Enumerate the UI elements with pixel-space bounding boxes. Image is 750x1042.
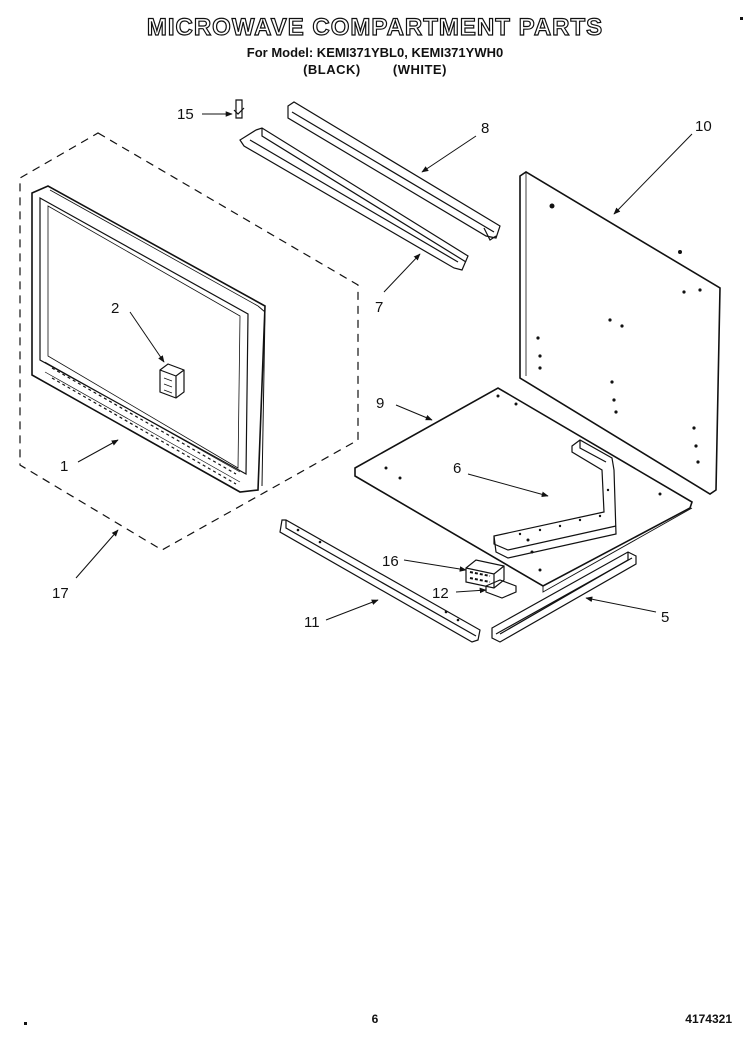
corner-mark [740,17,743,20]
part-11-side-rail [279,519,481,643]
callout-17: 17 [52,585,69,602]
callout-leaders [75,111,693,621]
callout-numbers: 15 2 1 17 8 7 10 9 6 16 12 11 5 [52,106,712,631]
part-15-clip [233,99,245,119]
callout-7: 7 [375,299,383,316]
callout-1: 1 [60,458,68,475]
page-number: 6 [371,1012,379,1026]
callout-5: 5 [661,609,669,626]
callout-12: 12 [432,585,449,602]
color-white-label: (WHITE) [392,62,447,77]
part-17-assembly-outline [19,132,359,551]
callout-9: 9 [376,395,384,412]
part-2-block [159,363,185,399]
part-6-bracket [493,439,617,559]
page-title: MICROWAVE COMPARTMENT PARTS [146,13,604,41]
callout-2: 2 [111,300,119,317]
part-7-channel [239,127,469,271]
part-9-floor-panel [354,387,693,593]
part-16-vent-block [465,559,505,589]
part-10-back-panel [519,171,721,495]
callout-8: 8 [481,120,489,137]
callout-16: 16 [382,553,399,570]
part-5-rail [491,551,637,643]
part-8-rail [287,101,501,241]
part-1-front-frame [31,185,266,493]
color-variants: (BLACK) (WHITE) [0,62,750,77]
corner-mark [24,1022,27,1025]
model-numbers: For Model: KEMI371YBL0, KEMI371YWH0 [246,45,504,60]
callout-15: 15 [177,106,194,123]
color-black-label: (BLACK) [303,62,361,77]
callout-10: 10 [695,118,712,135]
callout-6: 6 [453,460,461,477]
callout-11: 11 [304,614,320,631]
document-number: 4174321 [685,1012,732,1026]
